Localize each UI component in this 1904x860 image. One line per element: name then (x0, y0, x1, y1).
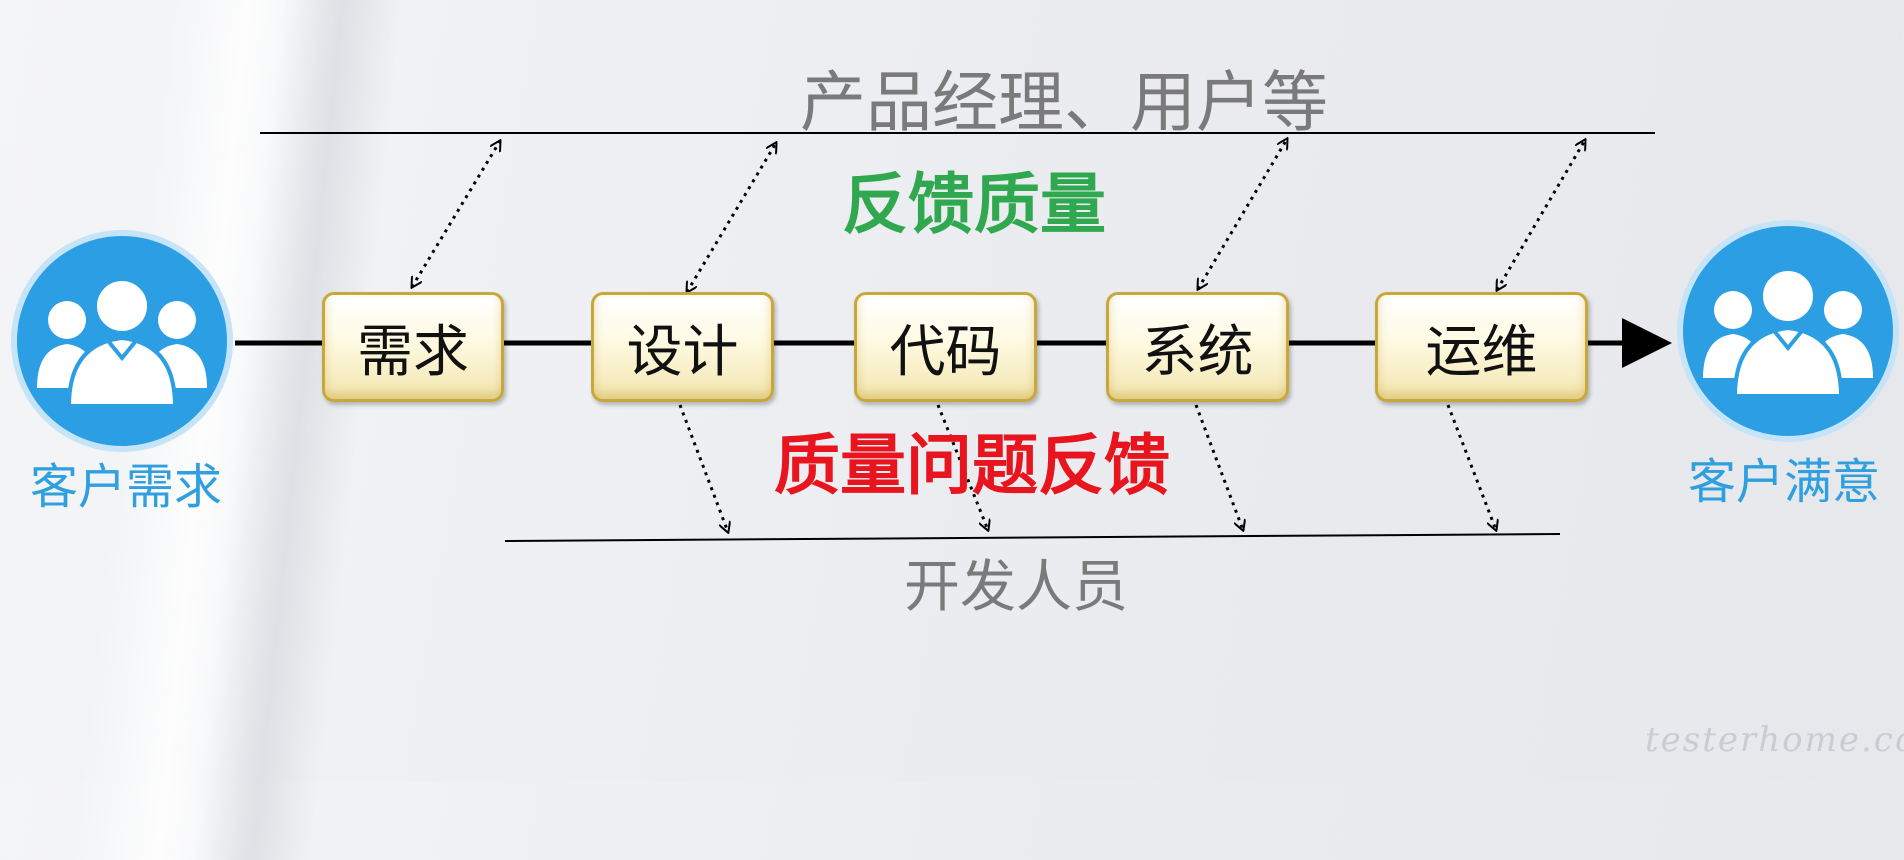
issue-arrow-system (1194, 404, 1243, 530)
developers-label: 开发人员 (904, 555, 1128, 620)
issue-arrow-code (936, 404, 988, 530)
customer-demand-label: 客户需求 (30, 459, 223, 515)
developers-line (504, 533, 1561, 542)
issue-arrow-ops (1446, 404, 1496, 530)
stage-requirements: 需求 (322, 292, 504, 402)
people-group-icon (37, 277, 207, 408)
watermark: testerhome.com (1645, 720, 1904, 760)
stage-design: 设计 (591, 292, 774, 402)
feedback-arrow-ops (1497, 140, 1585, 290)
stage-code: 代码 (854, 292, 1037, 402)
issue-arrow-design (678, 404, 728, 532)
customer-demand-icon (11, 230, 233, 452)
feedback-arrow-demand (412, 141, 500, 287)
stage-operations: 运维 (1375, 292, 1588, 402)
product-manager-label: 产品经理、用户等 (800, 64, 1328, 141)
feedback-arrow-system (1198, 139, 1287, 289)
stage-system: 系统 (1106, 292, 1289, 402)
feedback-quality-label: 反馈质量 (842, 166, 1106, 243)
feedback-arrow-design (687, 143, 776, 292)
customer-satisfaction-label: 客户满意 (1688, 454, 1881, 510)
people-group-icon (1703, 267, 1873, 398)
quality-issue-feedback-label: 质量问题反馈 (774, 427, 1170, 504)
customer-satisfaction-icon (1677, 220, 1899, 442)
